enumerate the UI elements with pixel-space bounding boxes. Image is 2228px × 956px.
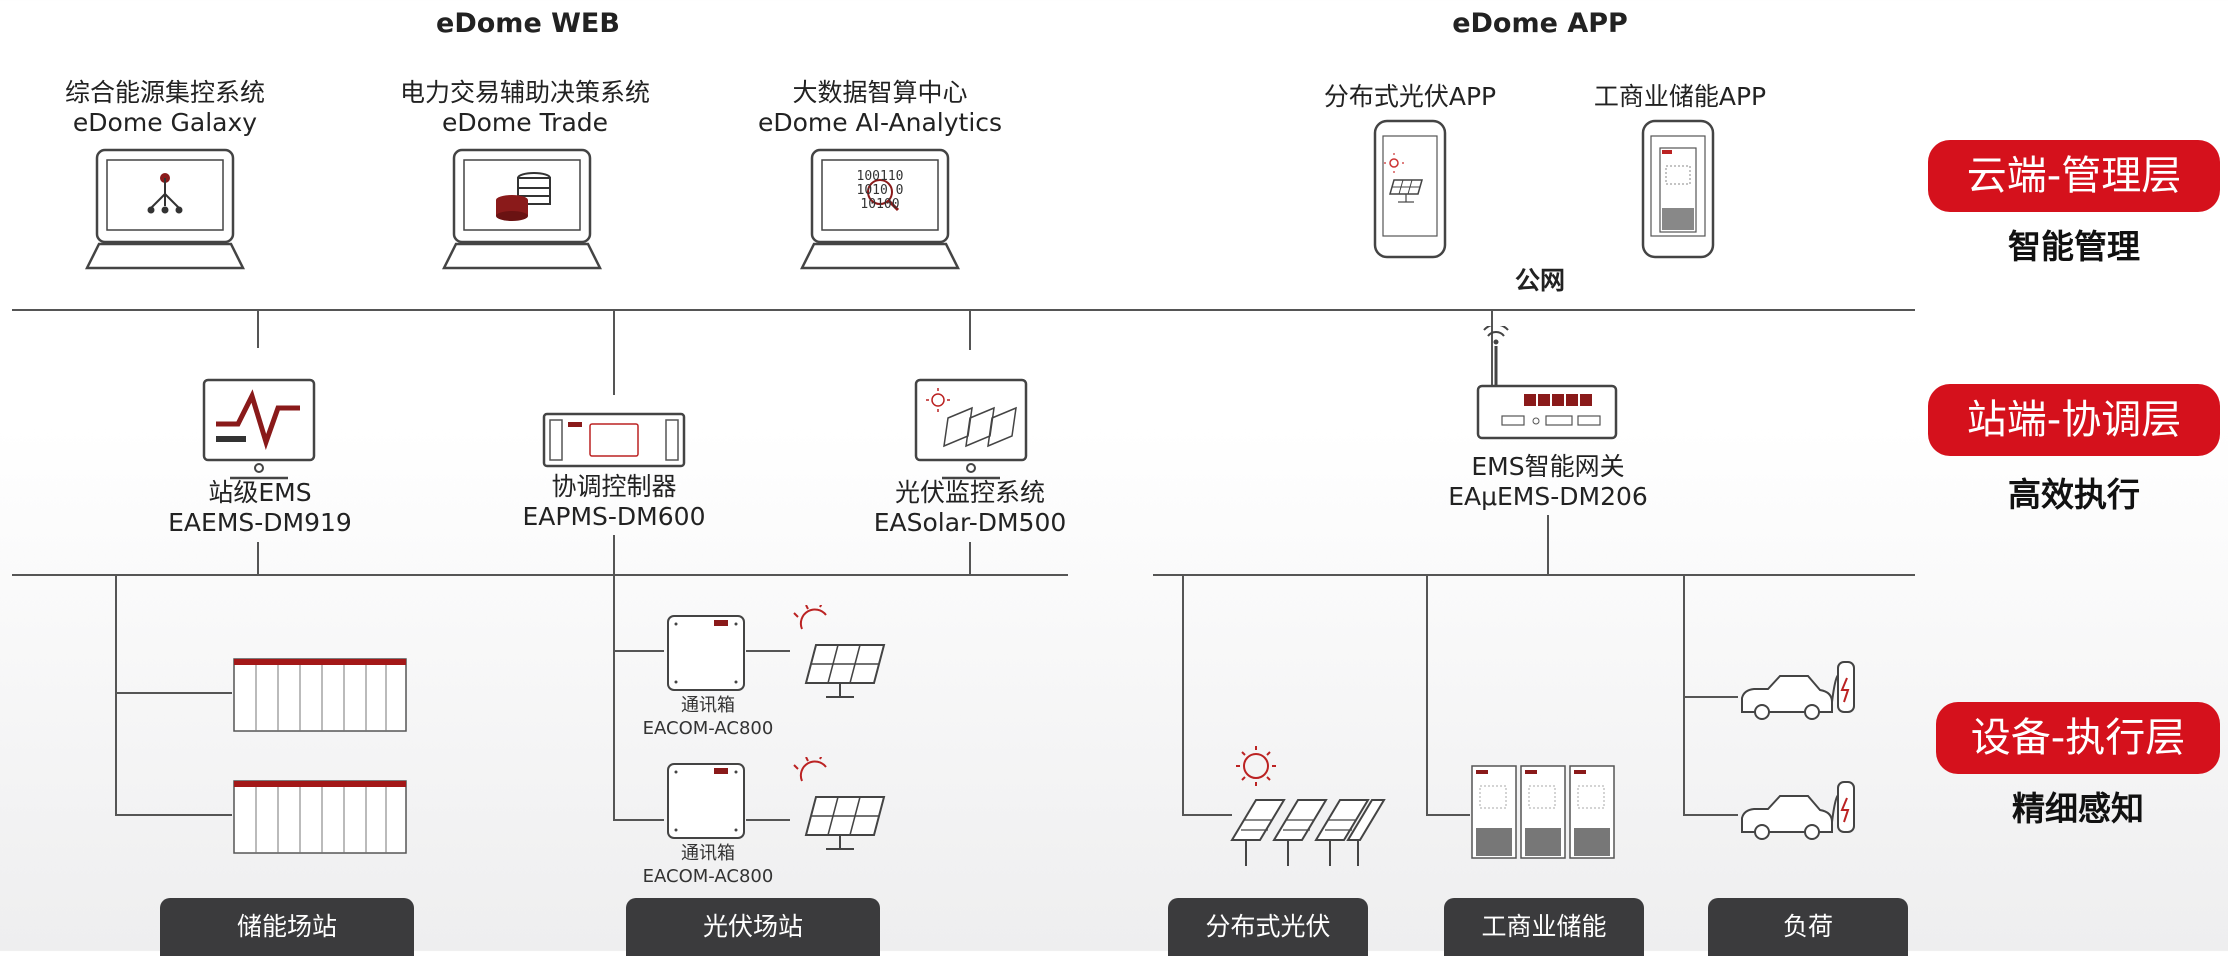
solar-panel-icon xyxy=(793,605,886,698)
monitor-solar-icon xyxy=(914,378,1028,480)
laptop-coins-icon xyxy=(442,148,602,270)
layer-sub-cloud: 智能管理 xyxy=(2008,227,2140,266)
ev-charger-icon xyxy=(1741,661,1855,720)
ev-charger-icon xyxy=(1741,781,1855,840)
gateway-router-icon xyxy=(1476,326,1618,440)
category-ci-storage: 工商业储能 xyxy=(1444,898,1644,956)
pv-array-icon xyxy=(1230,746,1386,866)
category-storage-station: 储能场站 xyxy=(160,898,414,956)
layer-sub-station: 高效执行 xyxy=(2008,475,2140,514)
layer-badge-device: 设备-执行层 xyxy=(1936,702,2220,774)
app-header: eDome APP xyxy=(1452,8,1628,39)
ci-storage-cabinets-icon xyxy=(1471,765,1615,859)
public-network-label: 公网 xyxy=(1514,266,1565,295)
layer-sub-device: 精细感知 xyxy=(2012,789,2144,828)
layer-badge-cloud: 云端-管理层 xyxy=(1928,140,2220,212)
ci-app-label: 工商业储能APP xyxy=(1593,82,1767,111)
laptop-hierarchy-icon xyxy=(85,148,245,270)
storage-rack-icon xyxy=(233,658,407,732)
category-load: 负荷 xyxy=(1708,898,1908,956)
solar-panel-icon xyxy=(793,757,886,850)
monitor-ems-icon xyxy=(202,378,316,480)
phone-solar-icon xyxy=(1373,119,1447,259)
web-header: eDome WEB xyxy=(436,8,620,39)
phone-storage-icon xyxy=(1641,119,1715,259)
controller-device-icon xyxy=(542,412,686,468)
category-pv-station: 光伏场站 xyxy=(626,898,880,956)
pv-app-label: 分布式光伏APP xyxy=(1323,82,1497,111)
laptop-analytics-icon: 100110 1010 0 10100 xyxy=(800,148,960,270)
category-distributed-pv: 分布式光伏 xyxy=(1168,898,1368,956)
layer-badge-station: 站端-协调层 xyxy=(1928,384,2220,456)
storage-rack-icon xyxy=(233,780,407,854)
comm-box-icon xyxy=(667,615,745,691)
comm-box-icon xyxy=(667,763,745,839)
